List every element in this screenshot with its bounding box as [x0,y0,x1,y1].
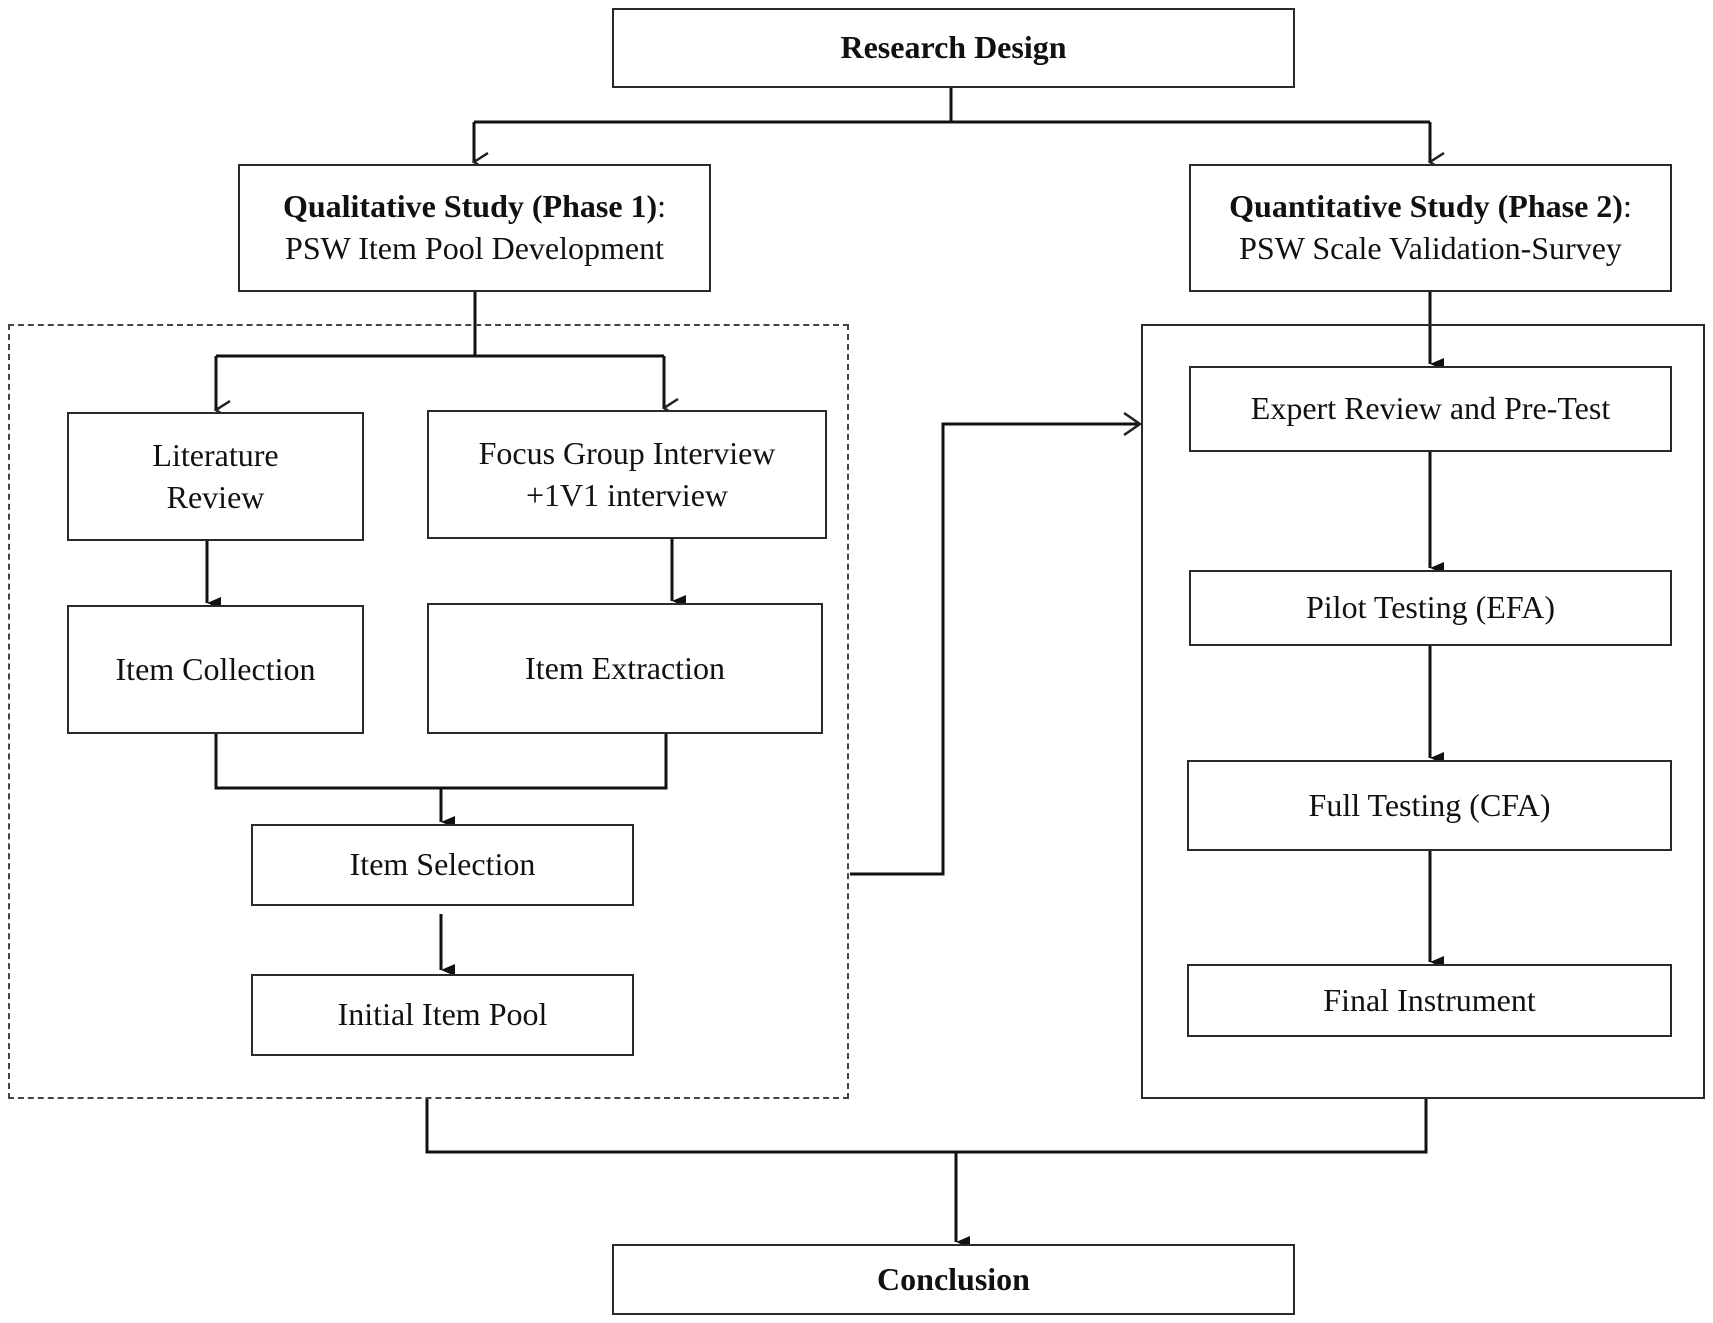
item-selection-label: Item Selection [349,846,536,883]
phase1-to-phase2-arrow [850,424,1140,876]
phase2-heading-colon: : [1622,188,1632,225]
phase1-heading: Qualitative Study (Phase 1) [282,188,658,225]
literature-review-box: Literature Review [67,412,364,541]
final-instrument-label: Final Instrument [1323,981,1536,1018]
focus-group-line-2: +1V1 interview [526,476,728,513]
full-testing-label: Full Testing (CFA) [1308,786,1551,823]
literature-review-line-2: Review [166,478,265,515]
pilot-testing-box: Pilot Testing (EFA) [1189,570,1672,646]
expert-review-box: Expert Review and Pre-Test [1189,366,1672,452]
research-design-box: Research Design [612,8,1295,88]
literature-review-line-1: Literature [152,436,279,473]
phase1-subheading: PSW Item Pool Development [285,230,664,266]
phase1-heading-colon: : [657,188,667,225]
phase2-group-frame [1141,324,1705,1099]
item-extraction-label: Item Extraction [525,649,725,686]
item-selection-box: Item Selection [251,824,634,906]
item-collection-label: Item Collection [115,650,316,687]
item-extraction-box: Item Extraction [427,603,823,734]
conclusion-box: Conclusion [612,1244,1295,1315]
pilot-testing-label: Pilot Testing (EFA) [1305,589,1556,626]
full-testing-box: Full Testing (CFA) [1187,760,1672,851]
conclusion-merge-line [425,1099,1428,1154]
initial-item-pool-box: Initial Item Pool [251,974,634,1056]
focus-group-box: Focus Group Interview +1V1 interview [427,410,827,539]
phase1-header-box: Qualitative Study (Phase 1): PSW Item Po… [238,164,711,292]
conclusion-label: Conclusion [877,1260,1030,1297]
expert-review-label: Expert Review and Pre-Test [1250,390,1611,427]
phase1-group-frame [8,324,849,1099]
final-instrument-box: Final Instrument [1187,964,1672,1037]
phase2-heading: Quantitative Study (Phase 2) [1229,188,1623,225]
item-collection-box: Item Collection [67,605,364,734]
phase2-subheading: PSW Scale Validation-Survey [1239,230,1622,266]
research-design-label: Research Design [840,29,1067,66]
focus-group-line-1: Focus Group Interview [478,434,776,471]
initial-item-pool-label: Initial Item Pool [337,996,548,1033]
phase2-header-box: Quantitative Study (Phase 2): PSW Scale … [1189,164,1672,292]
